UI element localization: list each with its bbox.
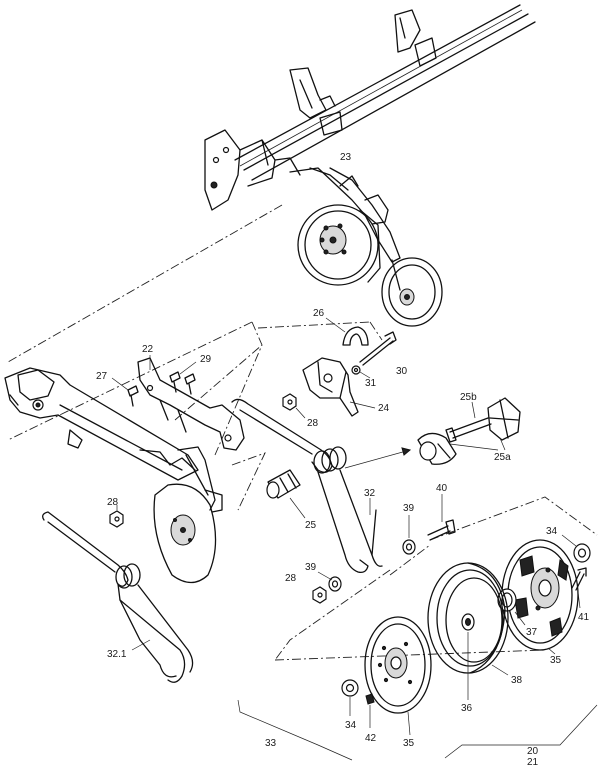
nut-28-lower xyxy=(312,586,327,604)
callout-36: 36 xyxy=(461,703,473,714)
bolt-40 xyxy=(427,494,456,541)
part-41-bolt xyxy=(571,567,587,609)
washer-39-upper xyxy=(402,515,416,555)
callout-22: 22 xyxy=(142,344,154,355)
callout-41: 41 xyxy=(578,612,590,623)
callout-42: 42 xyxy=(365,733,377,744)
callout-29: 29 xyxy=(200,354,212,365)
callout-labels: 23 26 22 29 27 30 31 25b 24 28 25a 28 32… xyxy=(96,152,590,768)
callout-28-lower: 28 xyxy=(285,573,297,584)
callout-23: 23 xyxy=(340,152,352,163)
callout-34-right: 34 xyxy=(546,526,558,537)
part-22-scraper-bracket xyxy=(137,355,245,451)
part-25a-hub xyxy=(417,397,521,465)
nut-28-upper xyxy=(282,393,306,419)
callout-25: 25 xyxy=(305,520,317,531)
part-34-cap-left xyxy=(341,679,359,716)
callout-32: 32 xyxy=(364,488,376,499)
callout-32-1: 32.1 xyxy=(107,649,127,660)
callout-33: 33 xyxy=(265,738,277,749)
callout-34-left: 34 xyxy=(345,720,357,731)
callout-21: 21 xyxy=(527,757,539,768)
callout-24: 24 xyxy=(378,403,390,414)
assembly-23-row-unit xyxy=(289,167,443,327)
nut-28-left xyxy=(109,505,124,528)
callout-31: 31 xyxy=(365,378,377,389)
callout-38: 38 xyxy=(511,675,523,686)
callout-25b: 25b xyxy=(460,392,477,403)
part-32-spring xyxy=(231,398,383,574)
part-42-bolt xyxy=(365,693,375,728)
callout-40: 40 xyxy=(436,483,448,494)
callout-35-left: 35 xyxy=(403,738,415,749)
callout-25a: 25a xyxy=(494,452,511,463)
bolt-30-washer-31 xyxy=(351,331,397,379)
bolts-27-29 xyxy=(111,361,197,407)
part-36-bearing xyxy=(461,613,475,700)
callout-30: 30 xyxy=(396,366,408,377)
washer-39-lower xyxy=(317,571,342,592)
part-26-u-clip xyxy=(325,317,369,346)
callout-28-upper: 28 xyxy=(307,418,319,429)
callout-27: 27 xyxy=(96,371,108,382)
toolbar-beam xyxy=(204,4,536,211)
bracket-20-21 xyxy=(444,704,598,759)
part-24-depth-bracket xyxy=(302,357,376,417)
part-25-bushing xyxy=(266,469,306,519)
part-35-rim-left xyxy=(364,616,432,736)
part-34-cap-right xyxy=(561,534,591,563)
callout-28-left: 28 xyxy=(107,497,119,508)
part-35-rim-right xyxy=(501,539,579,655)
callout-37: 37 xyxy=(526,627,538,638)
callout-39-upper: 39 xyxy=(403,503,415,514)
callout-39-lower: 39 xyxy=(305,562,317,573)
assembly-arrow xyxy=(344,447,412,469)
callout-26: 26 xyxy=(313,308,325,319)
part-32-1-spring xyxy=(42,511,194,683)
callout-35-right: 35 xyxy=(550,655,562,666)
bracket-33 xyxy=(237,699,353,761)
part-25b-pin xyxy=(445,401,492,443)
frame-arm xyxy=(4,367,223,584)
callout-20: 20 xyxy=(527,746,539,757)
